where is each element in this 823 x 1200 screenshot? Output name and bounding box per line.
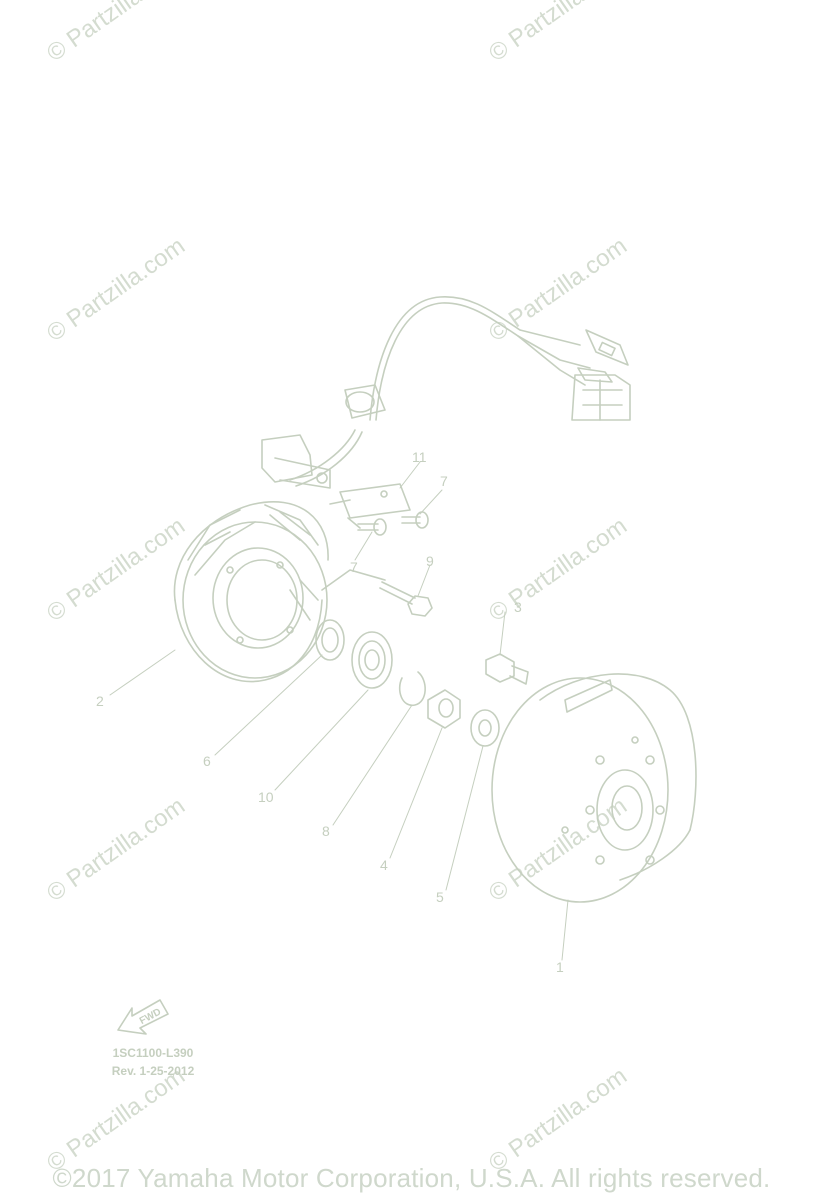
washer-part-5 <box>470 709 500 747</box>
bearing-part-6 <box>315 619 345 661</box>
callout-3: 3 <box>514 599 522 615</box>
rotor-part-1 <box>491 673 697 903</box>
callout-2: 2 <box>96 693 104 709</box>
wire-harness <box>289 296 631 487</box>
fwd-arrow-icon: FWD <box>117 999 169 1035</box>
callout-8: 8 <box>322 823 330 839</box>
pickup-coil <box>261 434 331 489</box>
callout-11: 11 <box>412 449 427 465</box>
screw-part-7 <box>357 518 387 536</box>
callout-7b: 7 <box>440 473 448 489</box>
callout-6: 6 <box>203 753 211 769</box>
callout-1: 1 <box>556 959 564 975</box>
screw-part-7 <box>401 511 429 529</box>
callout-5: 5 <box>436 889 444 905</box>
callout-4: 4 <box>380 857 388 873</box>
callout-10: 10 <box>258 789 274 805</box>
leader-lines <box>109 461 569 961</box>
copyright-notice: ©2017 Yamaha Motor Corporation, U.S.A. A… <box>52 1163 771 1193</box>
callout-7a: 7 <box>350 559 358 575</box>
bolt-part-9 <box>379 581 433 617</box>
bolt-part-3 <box>485 653 529 685</box>
revision-date: Rev. 1-25-2012 <box>111 1064 195 1078</box>
circlip-part-8 <box>398 671 426 706</box>
callout-9: 9 <box>426 553 434 569</box>
bearing-part-10 <box>351 631 393 689</box>
nut-part-4 <box>427 689 461 729</box>
stator-part-2 <box>173 500 386 683</box>
reference-code: 1SC1100-L390 <box>112 1046 194 1060</box>
bracket-part-11 <box>329 483 411 529</box>
